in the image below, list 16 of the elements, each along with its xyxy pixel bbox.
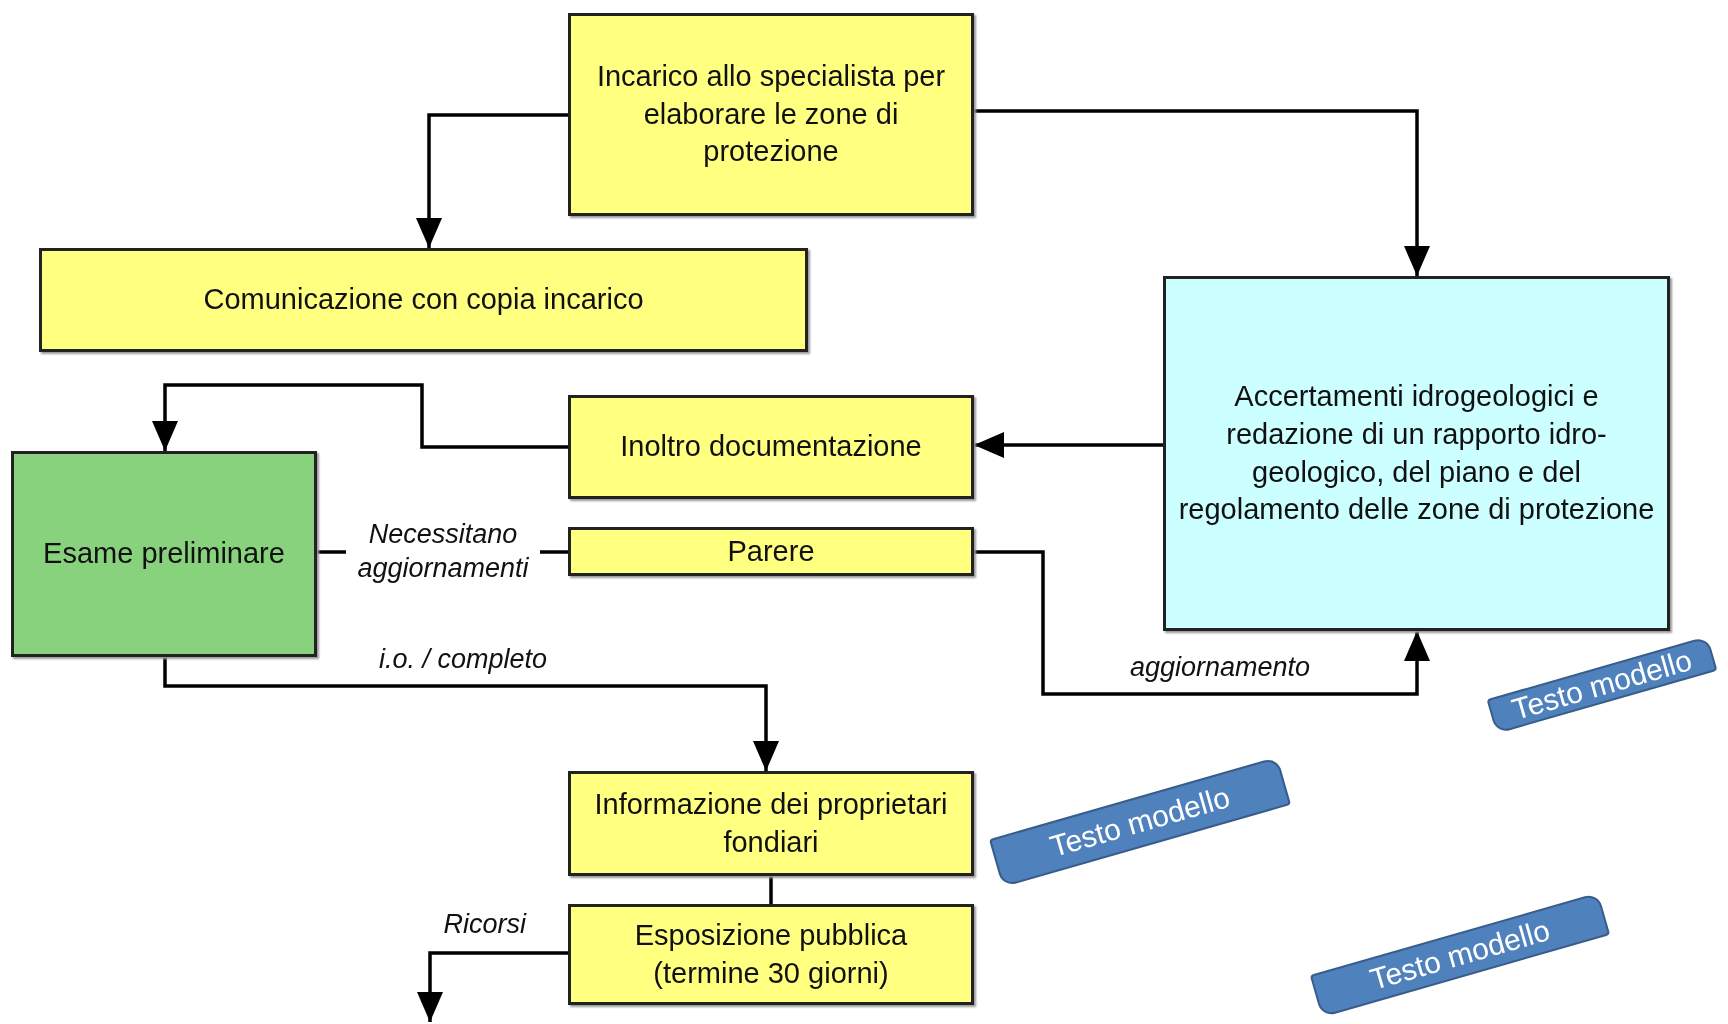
process-box: Comunicazione con copia incarico (39, 248, 808, 352)
arrow (974, 432, 1163, 458)
process-box: Inoltro documentazione (568, 395, 974, 499)
process-box: Esposizione pubblica (termine 30 giorni) (568, 904, 974, 1005)
arrow (416, 113, 568, 248)
arrow (417, 951, 568, 1022)
process-box: Informazione dei proprietari fondiari (568, 771, 974, 876)
arrow (152, 383, 568, 451)
arrow (974, 109, 1430, 276)
process-box: Incarico allo specialista per elaborare le zone di protezione (568, 13, 974, 216)
arrow (163, 657, 779, 771)
review-box: Esame preliminare (11, 451, 317, 657)
arrow (974, 550, 1430, 696)
process-box: Accertamenti idrogeologici e redazione di un rapporto idro-geologico, del piano e del regolamento delle zone di protezione (1163, 276, 1670, 631)
process-box: Parere (568, 527, 974, 576)
connector-line (769, 876, 773, 904)
